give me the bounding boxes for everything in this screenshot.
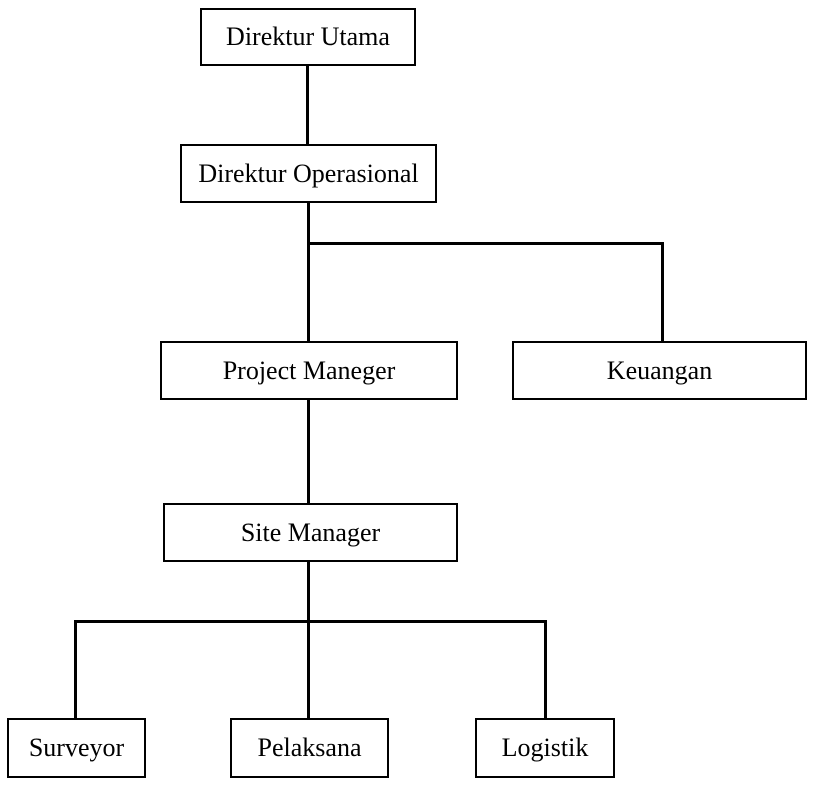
- org-node-keuangan: Keuangan: [512, 341, 807, 400]
- connector-bus-to-surveyor: [74, 620, 77, 718]
- org-node-project-maneger-label: Project Maneger: [222, 355, 396, 385]
- connector-bottom-bus-horizontal: [74, 620, 547, 623]
- org-node-project-maneger: Project Maneger: [160, 341, 458, 400]
- org-node-direktur-operasional: Direktur Operasional: [180, 144, 437, 203]
- connector-site-manager-to-bottom-bus: [307, 562, 310, 622]
- connector-direktur-utama-to-direktur-operasional: [306, 66, 309, 144]
- org-node-site-manager: Site Manager: [163, 503, 458, 562]
- connector-branch-to-keuangan-horizontal: [307, 242, 664, 245]
- connector-bus-to-pelaksana: [307, 620, 310, 718]
- connector-bus-to-logistik: [544, 620, 547, 718]
- org-node-site-manager-label: Site Manager: [240, 517, 381, 547]
- org-node-direktur-operasional-label: Direktur Operasional: [198, 158, 419, 188]
- org-node-keuangan-label: Keuangan: [606, 355, 713, 385]
- org-node-pelaksana-label: Pelaksana: [257, 733, 362, 762]
- org-node-pelaksana: Pelaksana: [230, 718, 389, 778]
- org-node-direktur-utama-label: Direktur Utama: [226, 22, 390, 51]
- org-node-logistik: Logistik: [475, 718, 615, 778]
- connector-project-maneger-to-site-manager: [307, 400, 310, 503]
- connector-direktur-operasional-to-project-maneger: [307, 203, 310, 341]
- org-node-surveyor-label: Surveyor: [28, 733, 125, 762]
- org-node-direktur-utama: Direktur Utama: [200, 8, 416, 66]
- org-node-logistik-label: Logistik: [501, 733, 589, 762]
- org-node-surveyor: Surveyor: [7, 718, 146, 778]
- connector-branch-to-keuangan-vertical: [661, 242, 664, 341]
